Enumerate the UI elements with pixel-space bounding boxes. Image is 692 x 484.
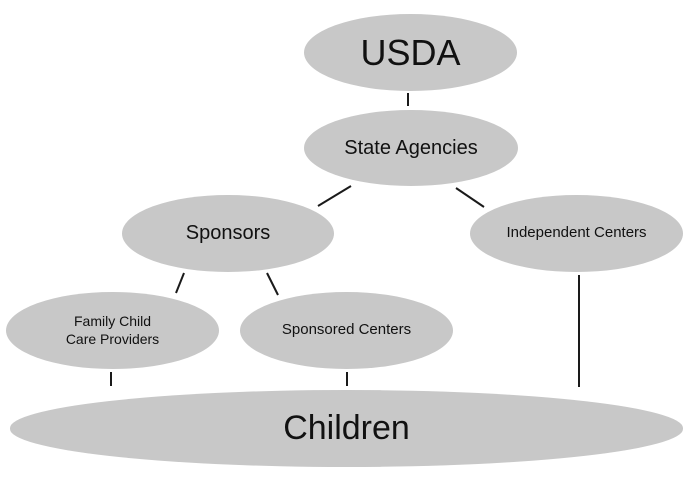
children-node: Children <box>10 390 683 467</box>
state-agencies-node: State Agencies <box>304 110 518 186</box>
independent-centers-label: Independent Centers <box>506 224 647 242</box>
children-label: Children <box>283 409 410 448</box>
family-label-line2: Care Providers <box>65 330 160 347</box>
usda-label: USDA <box>360 32 461 73</box>
sponsors-node: Sponsors <box>122 195 334 272</box>
sponsored-centers-node: Sponsored Centers <box>240 292 453 369</box>
usda-node: USDA <box>304 14 517 91</box>
sponsored-centers-label: Sponsored Centers <box>281 321 412 339</box>
family-child-care-providers-node: Family Child Care Providers <box>6 292 219 369</box>
connector-state-sponsors <box>317 185 352 207</box>
connector-state-independent <box>455 187 485 208</box>
connector-sponsors-sponsored <box>266 272 279 296</box>
family-label-line1: Family Child <box>73 313 151 329</box>
family-child-care-providers-label: Family Child Care Providers <box>66 313 159 348</box>
independent-centers-node: Independent Centers <box>470 195 683 272</box>
connector-sponsors-family <box>175 272 185 294</box>
state-agencies-label: State Agencies <box>344 136 478 159</box>
sponsors-label: Sponsors <box>185 222 271 244</box>
